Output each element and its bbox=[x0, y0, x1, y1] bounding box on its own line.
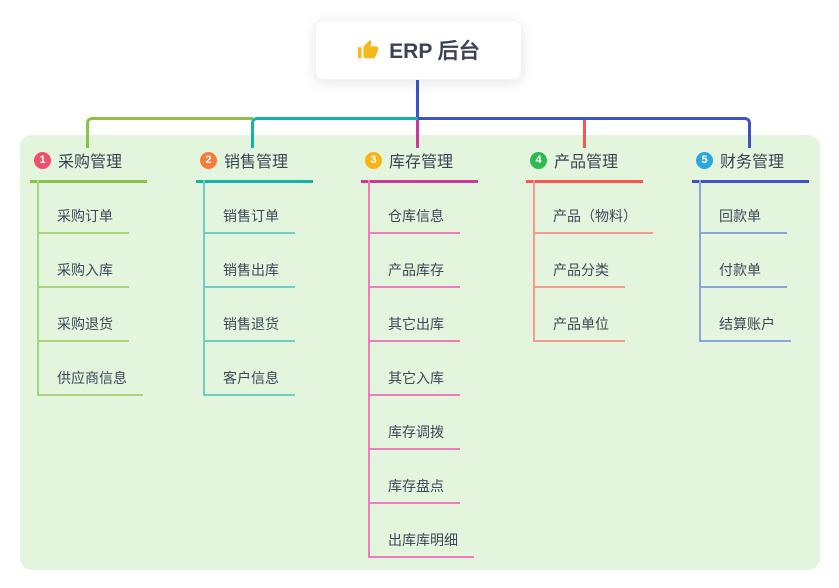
child-node[interactable]: 库存调拨 bbox=[368, 396, 474, 450]
connector-branch-4 bbox=[583, 120, 586, 148]
root-label: ERP 后台 bbox=[389, 40, 480, 63]
branch-2-trunk-line bbox=[203, 180, 205, 396]
branch-1-trunk-line bbox=[37, 180, 39, 396]
branch-3-children: 仓库信息 产品库存 其它出库 其它入库 库存调拨 库存盘点 出库库明细 bbox=[368, 180, 474, 558]
branch-3-badge: 3 bbox=[365, 151, 382, 169]
branch-3-trunk-line bbox=[368, 180, 370, 558]
branch-4-badge: 4 bbox=[530, 151, 547, 169]
branch-4-label: 产品管理 bbox=[554, 154, 619, 171]
child-node[interactable]: 付款单 bbox=[699, 234, 791, 288]
branch-1-children: 采购订单 采购入库 采购退货 供应商信息 bbox=[37, 180, 143, 396]
branch-node-finance[interactable]: 5 财务管理 bbox=[692, 146, 809, 183]
child-node[interactable]: 产品分类 bbox=[533, 234, 653, 288]
branch-2-label: 销售管理 bbox=[224, 154, 289, 171]
connector-root bbox=[416, 80, 419, 117]
child-node[interactable]: 结算账户 bbox=[699, 288, 791, 342]
branch-1-badge: 1 bbox=[34, 151, 51, 169]
child-node[interactable]: 采购订单 bbox=[37, 180, 143, 234]
connector-branch-2 bbox=[251, 117, 418, 148]
branch-2-badge: 2 bbox=[200, 151, 217, 169]
connector-branch-3 bbox=[416, 120, 419, 148]
child-node[interactable]: 客户信息 bbox=[203, 342, 295, 396]
branch-node-product[interactable]: 4 产品管理 bbox=[526, 146, 643, 183]
child-node[interactable]: 供应商信息 bbox=[37, 342, 143, 396]
child-node[interactable]: 产品（物料） bbox=[533, 180, 653, 234]
branch-3-label: 库存管理 bbox=[389, 154, 454, 171]
branch-node-sales[interactable]: 2 销售管理 bbox=[196, 146, 313, 183]
child-node[interactable]: 仓库信息 bbox=[368, 180, 474, 234]
child-node[interactable]: 销售退货 bbox=[203, 288, 295, 342]
thumbs-up-icon bbox=[357, 39, 379, 61]
child-node[interactable]: 销售出库 bbox=[203, 234, 295, 288]
child-node[interactable]: 销售订单 bbox=[203, 180, 295, 234]
child-node[interactable]: 其它出库 bbox=[368, 288, 474, 342]
child-node[interactable]: 库存盘点 bbox=[368, 450, 474, 504]
branch-5-badge: 5 bbox=[696, 151, 713, 169]
child-node[interactable]: 采购入库 bbox=[37, 234, 143, 288]
child-node[interactable]: 产品库存 bbox=[368, 234, 474, 288]
root-node[interactable]: ERP 后台 bbox=[315, 20, 522, 80]
child-node[interactable]: 采购退货 bbox=[37, 288, 143, 342]
child-node[interactable]: 回款单 bbox=[699, 180, 791, 234]
branch-2-children: 销售订单 销售出库 销售退货 客户信息 bbox=[203, 180, 295, 396]
branch-5-label: 财务管理 bbox=[720, 154, 785, 171]
connector-branch-5 bbox=[418, 117, 751, 148]
branches-panel bbox=[20, 135, 820, 570]
branch-4-trunk-line bbox=[533, 180, 535, 342]
branch-4-children: 产品（物料） 产品分类 产品单位 bbox=[533, 180, 653, 342]
child-node[interactable]: 其它入库 bbox=[368, 342, 474, 396]
child-node[interactable]: 出库库明细 bbox=[368, 504, 474, 558]
branch-node-inventory[interactable]: 3 库存管理 bbox=[361, 146, 478, 183]
branch-5-trunk-line bbox=[699, 180, 701, 342]
branch-1-label: 采购管理 bbox=[58, 154, 123, 171]
branch-5-children: 回款单 付款单 结算账户 bbox=[699, 180, 791, 342]
branch-node-procurement[interactable]: 1 采购管理 bbox=[30, 146, 147, 183]
child-node[interactable]: 产品单位 bbox=[533, 288, 653, 342]
connector-branch-1 bbox=[86, 117, 253, 148]
